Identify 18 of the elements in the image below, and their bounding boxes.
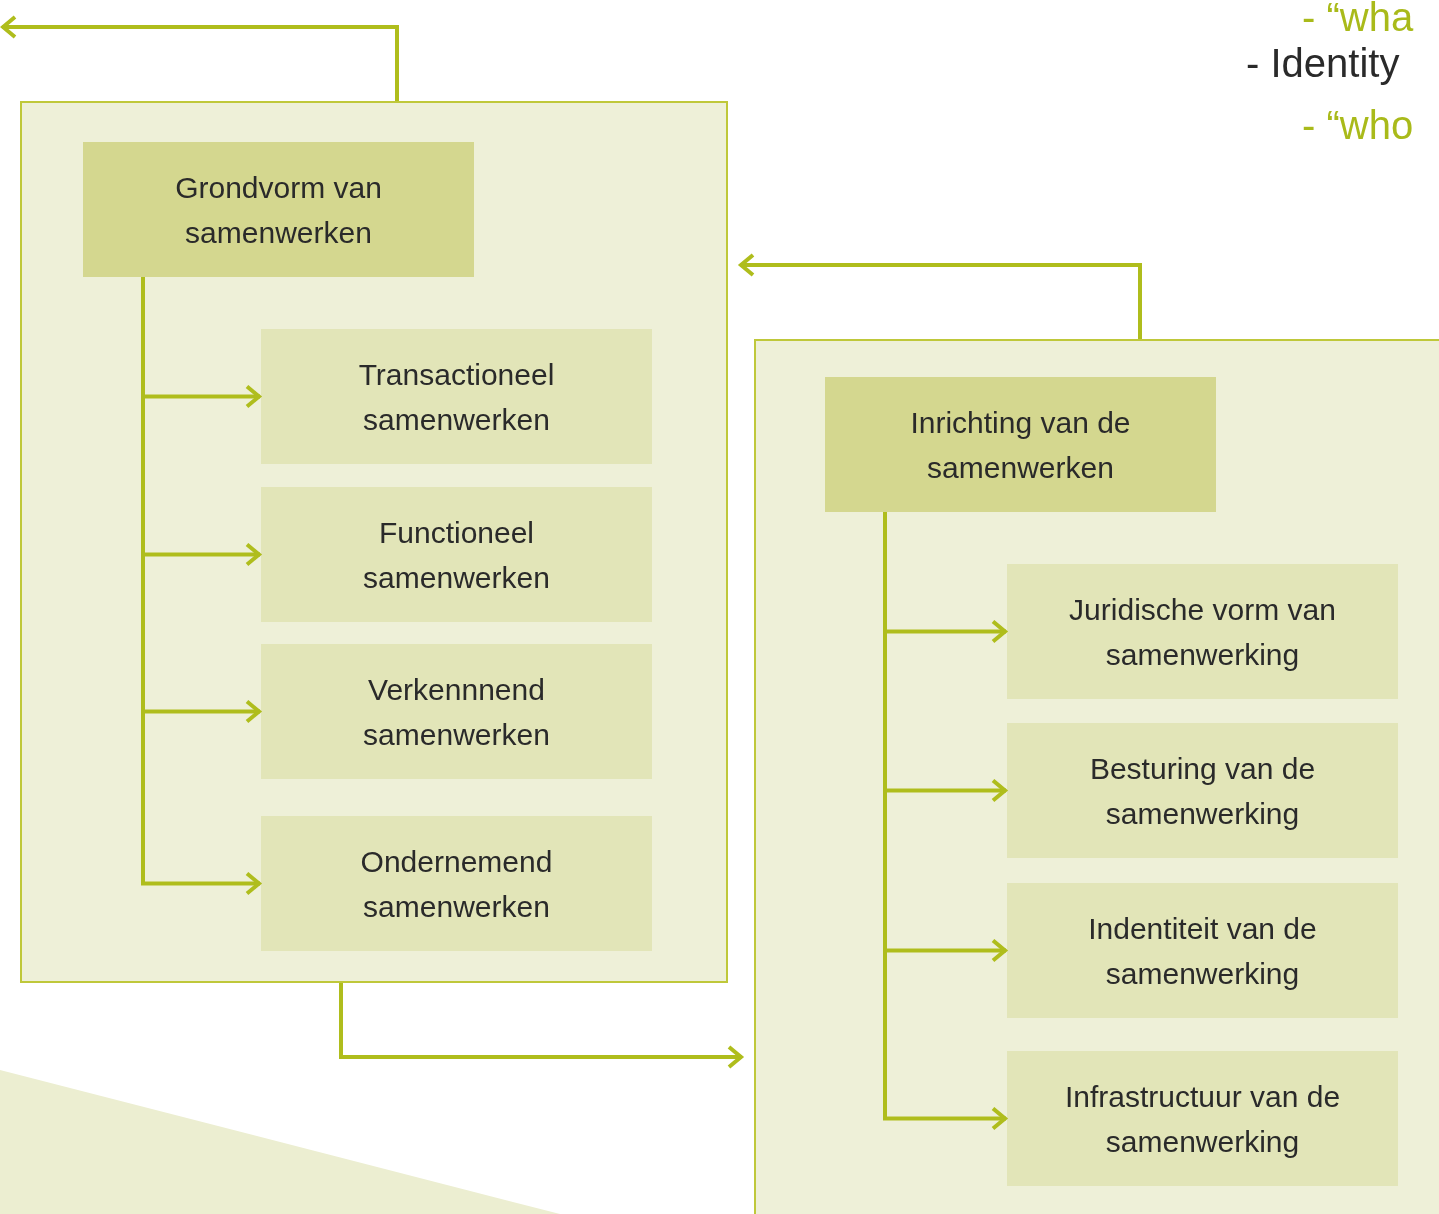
heading-box: Inrichting van de samenwerken bbox=[825, 377, 1216, 512]
process-box: Indentiteit van de samenwerking bbox=[1007, 883, 1398, 1018]
list-item-text: - “wha bbox=[1302, 0, 1414, 40]
process-box: Juridische vorm van samenwerking bbox=[1007, 564, 1398, 699]
connector-arrow bbox=[739, 253, 1142, 339]
process-box: Functioneel samenwerken bbox=[261, 487, 652, 622]
connector-arrow bbox=[1, 15, 399, 101]
list-item-text: - Identity bbox=[1246, 40, 1400, 86]
list-item-text: - “who bbox=[1302, 102, 1414, 148]
connector-arrow bbox=[339, 983, 743, 1069]
process-box: Verkennnend samenwerken bbox=[261, 644, 652, 779]
process-box: Infrastructuur van de samenwerking bbox=[1007, 1051, 1398, 1186]
process-box: Transactioneel samenwerken bbox=[261, 329, 652, 464]
group-panel bbox=[754, 339, 1439, 1214]
heading-box: Grondvorm van samenwerken bbox=[83, 142, 474, 277]
group-panel bbox=[20, 101, 728, 983]
process-box: Besturing van de samenwerking bbox=[1007, 723, 1398, 858]
process-box: Ondernemend samenwerken bbox=[261, 816, 652, 951]
